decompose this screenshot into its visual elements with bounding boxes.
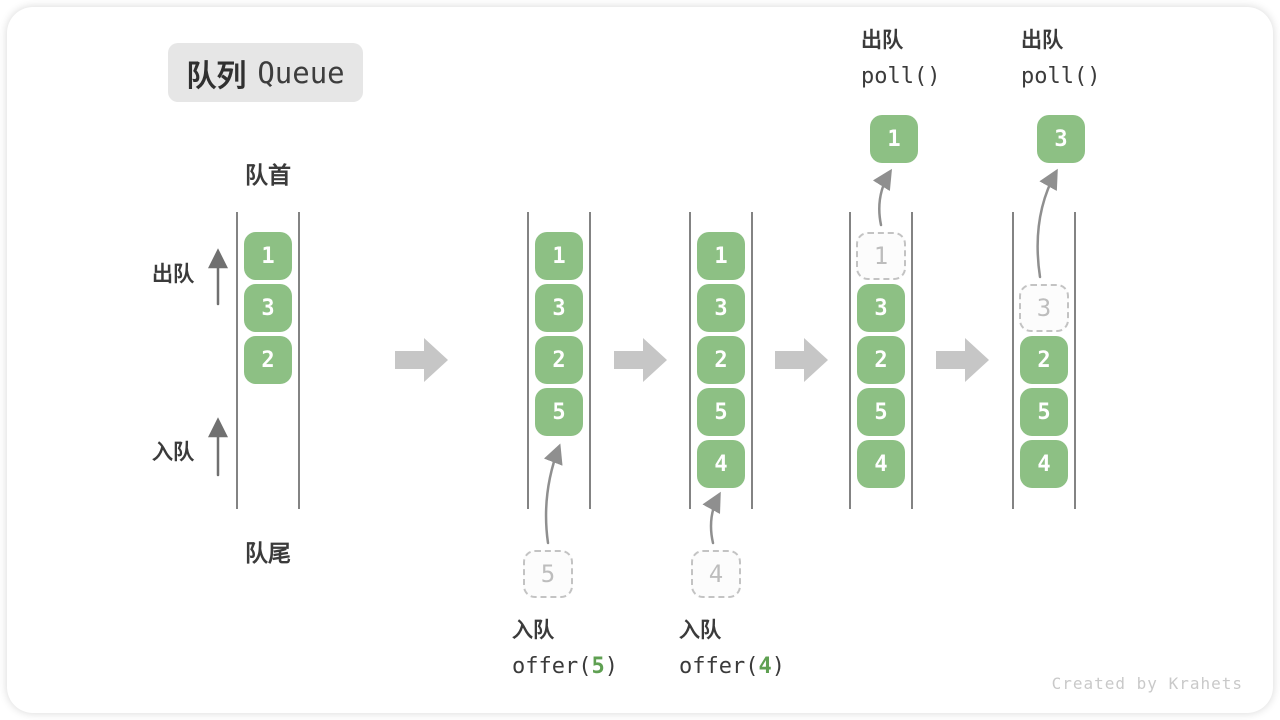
dequeue-arrow-icon: [1036, 168, 1058, 279]
dashed-slot-box: 3: [1019, 284, 1069, 332]
queue-slot-box: 5: [535, 388, 583, 436]
title-en: Queue: [257, 55, 345, 90]
next-state-arrow-icon: [775, 338, 828, 382]
label-dequeue: 出队: [152, 263, 194, 286]
title-zh: 队列: [186, 59, 247, 93]
queue-slot-box: 2: [535, 336, 583, 384]
dequeue-label-zh: 出队: [861, 29, 903, 52]
flow-arrows: [543, 168, 1058, 545]
queue-slot-box: 1: [535, 232, 583, 280]
queue-slot-box: 2: [857, 336, 905, 384]
label-enqueue: 入队: [152, 441, 194, 464]
queue-slot-box: 5: [697, 388, 745, 436]
next-state-arrow-icon: [614, 338, 667, 382]
popped-item-box: 3: [1037, 115, 1085, 163]
enqueue-caption-code: offer(4): [679, 654, 785, 679]
next-state-arrow-icon: [936, 338, 989, 382]
queue-slot-box: 4: [857, 440, 905, 488]
pending-item-box: 4: [691, 550, 741, 598]
label-queue-front: 队首: [245, 162, 291, 188]
queue-slot-box: 2: [697, 336, 745, 384]
dequeue-label-zh: 出队: [1021, 29, 1063, 52]
popped-item-box: 1: [870, 115, 918, 163]
queue-slot-box: 4: [697, 440, 745, 488]
queue-slot-box: 3: [697, 284, 745, 332]
dashed-slot-box: 1: [856, 232, 906, 280]
dequeue-arrow-icon: [872, 168, 892, 227]
enqueue-caption-zh: 入队: [679, 619, 721, 642]
enqueue-arrow-icon: [702, 491, 721, 545]
queue-slot-box: 2: [244, 336, 292, 384]
next-state-arrow-icon: [395, 338, 448, 382]
queue-slot-box: 5: [1020, 388, 1068, 436]
pending-item-box: 5: [523, 550, 573, 598]
queue-slot-box: 4: [1020, 440, 1068, 488]
label-queue-rear: 队尾: [245, 540, 291, 566]
title-badge: 队列 Queue: [168, 43, 363, 102]
queue-slot-box: 2: [1020, 336, 1068, 384]
enqueue-arrow-icon: [543, 443, 563, 545]
dequeue-label-code: poll(): [1021, 64, 1101, 89]
queue-slot-box: 5: [857, 388, 905, 436]
queue-slot-box: 3: [535, 284, 583, 332]
channel-lines: [236, 212, 1076, 509]
queue-slot-box: 1: [697, 232, 745, 280]
dequeue-label-code: poll(): [861, 64, 941, 89]
enqueue-caption-zh: 入队: [512, 619, 554, 642]
queue-slot-box: 3: [857, 284, 905, 332]
queue-slot-box: 3: [244, 284, 292, 332]
watermark: Created by Krahets: [1051, 674, 1243, 693]
enqueue-caption: 入队 offer(5): [512, 616, 618, 681]
dequeue-label: 出队 poll(): [1021, 26, 1100, 90]
enqueue-caption-code: offer(5): [512, 654, 618, 679]
enqueue-caption: 入队 offer(4): [679, 616, 785, 681]
queue-slot-box: 1: [244, 232, 292, 280]
dequeue-label: 出队 poll(): [861, 26, 940, 90]
